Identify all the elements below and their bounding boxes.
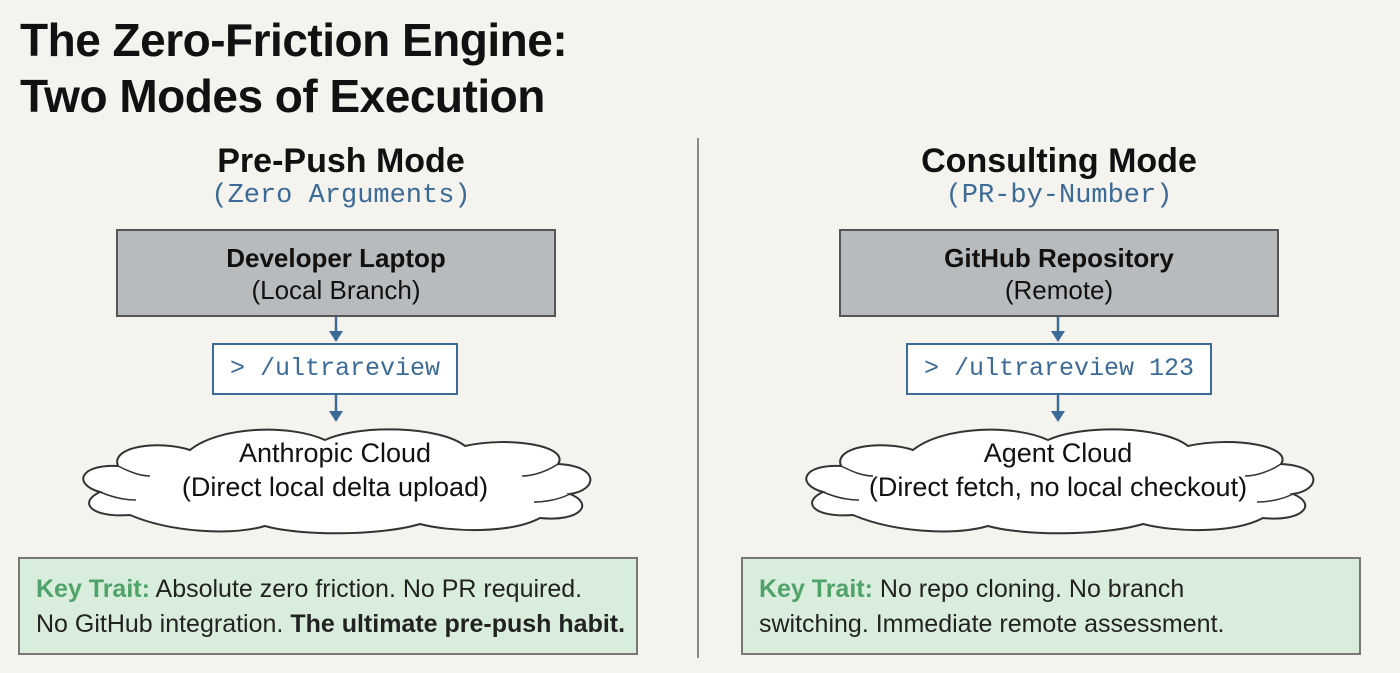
page-title-line-2: Two Modes of Execution bbox=[20, 70, 545, 122]
agent-cloud-sublabel: (Direct fetch, no local checkout) bbox=[868, 472, 1248, 502]
right-heading: Consulting Mode bbox=[921, 142, 1197, 180]
cloud-shape-icon bbox=[805, 428, 1315, 535]
github-repository-label: GitHub Repository bbox=[944, 243, 1174, 273]
left-trait-label: Key Trait: bbox=[36, 575, 150, 603]
anthropic-cloud: Anthropic Cloud (Direct local delta uplo… bbox=[70, 420, 600, 535]
left-trait-text-1: Absolute zero friction. No PR required. bbox=[155, 575, 583, 603]
left-command-text: > /ultrareview bbox=[229, 354, 441, 383]
left-trait-text-2-bold: The ultimate pre-push habit. bbox=[290, 610, 626, 638]
left-trait-line-2: No GitHub integration. The ultimate pre-… bbox=[36, 607, 636, 642]
anthropic-cloud-text: Anthropic Cloud (Direct local delta uplo… bbox=[70, 436, 600, 504]
left-trait-line-1: Key Trait: Absolute zero friction. No PR… bbox=[36, 572, 636, 607]
developer-laptop-sublabel: (Local Branch) bbox=[251, 275, 421, 305]
anthropic-cloud-sublabel: (Direct local delta upload) bbox=[181, 472, 489, 502]
left-trait-text-2: No GitHub integration. bbox=[36, 610, 284, 638]
column-divider bbox=[697, 138, 699, 658]
right-command-text: > /ultrareview 123 bbox=[923, 354, 1195, 383]
arrow-down-icon bbox=[329, 395, 343, 422]
right-command-box: > /ultrareview 123 bbox=[906, 343, 1212, 395]
left-key-trait-box: Key Trait: Absolute zero friction. No PR… bbox=[18, 557, 638, 655]
page-title: The Zero-Friction Engine: Two Modes of E… bbox=[20, 12, 568, 124]
right-trait-label: Key Trait: bbox=[759, 575, 873, 603]
right-key-trait-box: Key Trait: No repo cloning. No branch sw… bbox=[741, 557, 1361, 655]
right-trait-line-2: switching. Immediate remote assessment. bbox=[759, 607, 1359, 642]
agent-cloud-label: Agent Cloud bbox=[983, 438, 1133, 468]
right-subheading: (PR-by-Number) bbox=[945, 181, 1173, 211]
arrow-down-icon bbox=[1051, 317, 1065, 342]
right-trait-line-1: Key Trait: No repo cloning. No branch bbox=[759, 572, 1359, 607]
agent-cloud: Agent Cloud (Direct fetch, no local chec… bbox=[793, 420, 1323, 535]
right-trait-text-1: No repo cloning. No branch bbox=[879, 575, 1185, 603]
left-command-box: > /ultrareview bbox=[212, 343, 458, 395]
github-repository-sublabel: (Remote) bbox=[1004, 275, 1114, 305]
right-trait-text-2: switching. Immediate remote assessment. bbox=[759, 610, 1225, 638]
developer-laptop-box: Developer Laptop (Local Branch) bbox=[116, 229, 556, 317]
left-subheading: (Zero Arguments) bbox=[211, 181, 471, 211]
agent-cloud-text: Agent Cloud (Direct fetch, no local chec… bbox=[793, 436, 1323, 504]
github-repository-box: GitHub Repository (Remote) bbox=[839, 229, 1279, 317]
anthropic-cloud-label: Anthropic Cloud bbox=[238, 438, 432, 468]
left-heading: Pre-Push Mode bbox=[217, 142, 465, 180]
developer-laptop-label: Developer Laptop bbox=[226, 243, 446, 273]
arrow-down-icon bbox=[329, 317, 343, 342]
arrow-down-icon bbox=[1051, 395, 1065, 422]
page-title-line-1: The Zero-Friction Engine: bbox=[20, 14, 568, 66]
cloud-shape-icon bbox=[82, 428, 592, 535]
